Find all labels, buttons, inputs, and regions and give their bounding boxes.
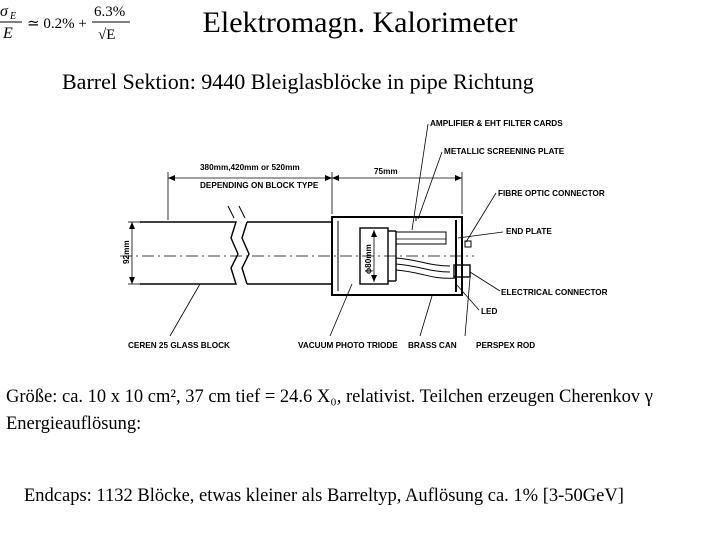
formula-sigma: σ xyxy=(0,3,9,20)
label-ceren-glass-block: CEREN 25 GLASS BLOCK xyxy=(128,341,230,350)
label-led: LED xyxy=(481,307,497,316)
page-title: Elektromagn. Kalorimeter xyxy=(202,6,518,39)
formula-term-numerator: 6.3% xyxy=(94,4,125,20)
dim-length-note: DEPENDING ON BLOCK TYPE xyxy=(200,181,319,190)
block-size-text: Größe: ca. 10 x 10 cm², 37 cm tief = 24.… xyxy=(6,387,653,407)
label-end-plate: END PLATE xyxy=(506,227,552,236)
formula-approx: ≃ 0.2% + xyxy=(27,16,87,32)
energy-resolution-formula: σ E E ≃ 0.2% + 6.3% √E xyxy=(0,3,130,43)
formula-subscript: E xyxy=(9,11,16,22)
formula-term-denominator: √E xyxy=(98,27,115,43)
page-subtitle: Barrel Sektion: 9440 Bleiglasblöcke in p… xyxy=(62,69,534,94)
label-brass-can: BRASS CAN xyxy=(408,341,457,350)
label-photo-triode: VACUUM PHOTO TRIODE xyxy=(298,341,398,350)
dim-length-values: 380mm,420mm or 520mm xyxy=(200,163,300,172)
dim-height: 92mm xyxy=(122,240,131,264)
formula-denominator: E xyxy=(2,25,13,42)
label-amplifier: AMPLIFIER & EHT FILTER CARDS xyxy=(430,119,563,128)
calorimeter-block-diagram: AMPLIFIER & EHT FILTER CARDS METALLIC SC… xyxy=(120,119,608,350)
endcaps-text: Endcaps: 1132 Blöcke, etwas kleiner als … xyxy=(24,486,624,506)
dim-can-length: 75mm xyxy=(374,167,398,176)
label-electrical-connector: ELECTRICAL CONNECTOR xyxy=(501,288,608,297)
energy-resolution-label: Energieauflösung: xyxy=(6,414,142,434)
dim-diameter: ϕ80mm xyxy=(364,244,373,274)
label-perspex-rod: PERSPEX ROD xyxy=(476,341,535,350)
label-screening-plate: METALLIC SCREENING PLATE xyxy=(444,147,565,156)
label-fibre-optic: FIBRE OPTIC CONNECTOR xyxy=(498,189,605,198)
